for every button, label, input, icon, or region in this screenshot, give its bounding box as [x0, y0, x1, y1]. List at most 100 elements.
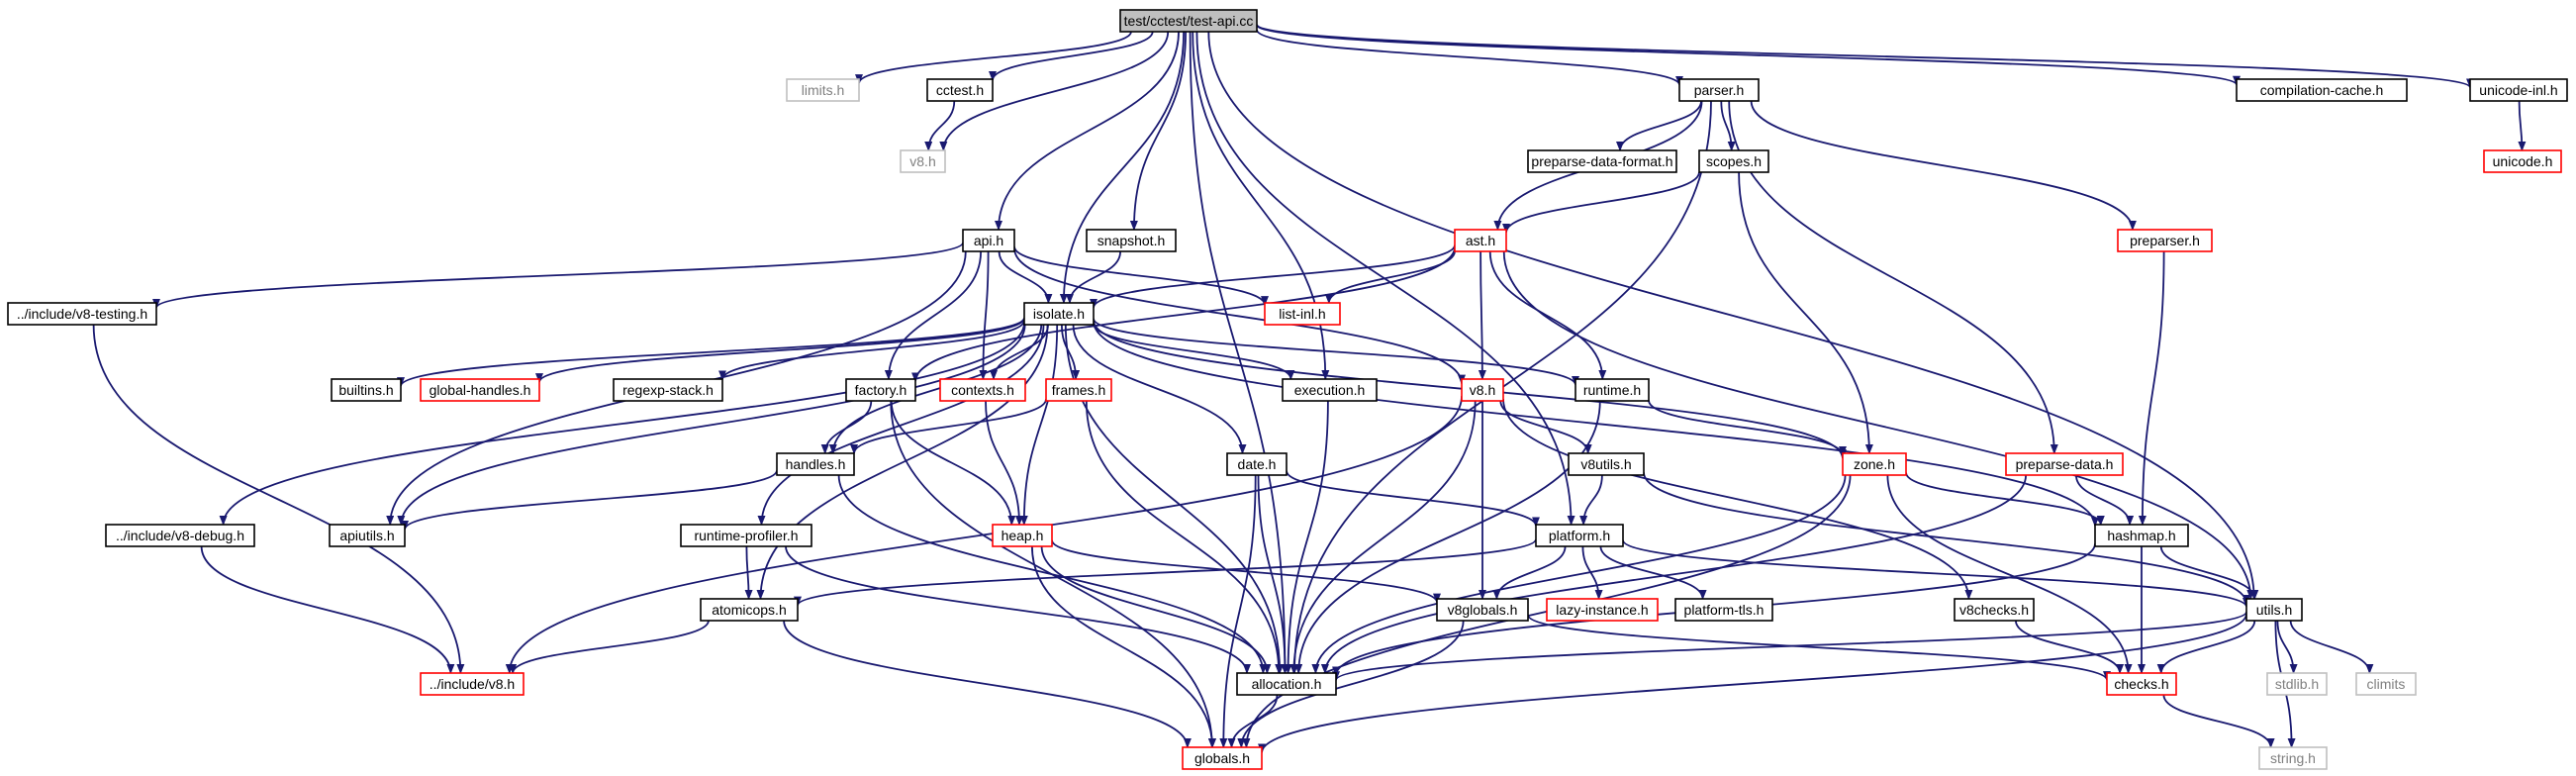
node-label-checks: checks.h [2114, 676, 2168, 692]
node-incv8[interactable]: ../include/v8.h [420, 672, 525, 696]
edge-root-to-isolate [1059, 31, 1185, 304]
node-label-string: string.h [2270, 750, 2316, 766]
node-unicodeinl[interactable]: unicode-inl.h [2469, 78, 2568, 102]
node-contexts[interactable]: contexts.h [939, 378, 1026, 402]
edge-platform-to-lazyinst [1581, 545, 1603, 600]
edge-heap-to-globals [1031, 545, 1217, 748]
edge-zone-to-allocation [1311, 474, 1847, 674]
edge-parser-to-ppdf [1616, 100, 1702, 151]
node-label-regexpstack: regexp-stack.h [622, 382, 714, 398]
edge-ast-to-isolate [1090, 244, 1456, 309]
node-utils[interactable]: utils.h [2245, 598, 2303, 622]
node-v8testing[interactable]: ../include/v8-testing.h [7, 302, 157, 326]
node-frames[interactable]: frames.h [1045, 378, 1112, 402]
node-v8debug[interactable]: ../include/v8-debug.h [105, 524, 255, 547]
edge-ast-to-listinl [1324, 250, 1456, 304]
node-ppdf[interactable]: preparse-data-format.h [1527, 149, 1677, 173]
node-globals[interactable]: globals.h [1182, 746, 1263, 770]
edge-root-to-unicodeinl [1256, 23, 2474, 89]
node-label-limits: limits.h [802, 82, 845, 98]
node-label-parser: parser.h [1694, 82, 1745, 98]
node-preparsedata[interactable]: preparse-data.h [2005, 452, 2124, 476]
edge-allocation-to-globals [1227, 694, 1279, 748]
node-atomicops[interactable]: atomicops.h [700, 598, 799, 622]
node-box-stdlib [2266, 672, 2328, 696]
edge-atomicops-to-globals [783, 620, 1192, 748]
node-allocation[interactable]: allocation.h [1236, 672, 1337, 696]
edge-api-to-v8testing [152, 242, 964, 309]
node-lazyinst[interactable]: lazy-instance.h [1546, 598, 1659, 622]
node-label-listinl: list-inl.h [1279, 306, 1325, 322]
node-rprofiler[interactable]: runtime-profiler.h [680, 524, 812, 547]
edge-ast-to-v8h [1478, 250, 1486, 380]
node-label-v8debug: ../include/v8-debug.h [116, 528, 244, 543]
node-api[interactable]: api.h [962, 229, 1015, 252]
node-platformtls[interactable]: platform-tls.h [1674, 598, 1773, 622]
node-compcache[interactable]: compilation-cache.h [2236, 78, 2408, 102]
node-label-incv8: ../include/v8.h [429, 676, 515, 692]
node-box-v8h_ext [900, 149, 946, 173]
node-label-apiutils: apiutils.h [339, 528, 394, 543]
node-box-hashmap [2094, 524, 2189, 547]
node-execution[interactable]: execution.h [1282, 378, 1378, 402]
edge-utils-to-climits [2289, 620, 2374, 674]
node-label-compcache: compilation-cache.h [2260, 82, 2384, 98]
edge-v8h-to-v8utils [1499, 400, 1592, 454]
node-label-cctest: cctest.h [936, 82, 984, 98]
edge-v8testing-to-incv8 [92, 324, 465, 674]
node-box-runtime [1574, 378, 1650, 402]
edge-v8debug-to-incv8 [200, 545, 455, 674]
node-box-contexts [939, 378, 1026, 402]
node-globalhandles[interactable]: global-handles.h [420, 378, 540, 402]
node-climits: climits [2355, 672, 2417, 696]
edge-isolate-to-runtime [1093, 318, 1579, 386]
node-handles[interactable]: handles.h [776, 452, 855, 476]
node-date[interactable]: date.h [1226, 452, 1288, 476]
edge-utils-to-stdlib [2276, 620, 2298, 674]
edge-root-to-snapshot [1129, 31, 1187, 231]
node-ast[interactable]: ast.h [1454, 229, 1507, 252]
node-label-ppdf: preparse-data-format.h [1531, 153, 1672, 169]
node-checks[interactable]: checks.h [2106, 672, 2177, 696]
node-regexpstack[interactable]: regexp-stack.h [613, 378, 723, 402]
node-box-v8h [1461, 378, 1504, 402]
node-runtime[interactable]: runtime.h [1574, 378, 1650, 402]
node-label-v8h_ext: v8.h [909, 153, 935, 169]
edge-hashmap-to-utils [2159, 545, 2259, 600]
edge-v8globals-to-checks [1527, 614, 2111, 682]
edge-api-to-contexts [979, 250, 990, 380]
node-label-v8testing: ../include/v8-testing.h [17, 306, 147, 322]
edge-v8h-to-incv8 [505, 396, 1463, 674]
node-preparser[interactable]: preparser.h [2117, 229, 2213, 252]
node-zone[interactable]: zone.h [1842, 452, 1907, 476]
node-root[interactable]: test/cctest/test-api.cc [1119, 9, 1258, 33]
node-v8h[interactable]: v8.h [1461, 378, 1504, 402]
node-v8checks[interactable]: v8checks.h [1954, 598, 2035, 622]
edge-root-to-api [995, 31, 1180, 231]
node-scopes[interactable]: scopes.h [1698, 149, 1769, 173]
node-label-globalhandles: global-handles.h [429, 382, 531, 398]
node-apiutils[interactable]: apiutils.h [329, 524, 406, 547]
node-label-climits: climits [2367, 676, 2406, 692]
node-cctest[interactable]: cctest.h [926, 78, 994, 102]
node-isolate[interactable]: isolate.h [1023, 302, 1095, 326]
edge-isolate-to-hashmap [1093, 321, 2099, 528]
node-platform[interactable]: platform.h [1535, 524, 1624, 547]
node-parser[interactable]: parser.h [1678, 78, 1760, 102]
node-v8utils[interactable]: v8utils.h [1568, 452, 1645, 476]
node-box-ast [1454, 229, 1507, 252]
node-heap[interactable]: heap.h [992, 524, 1053, 547]
node-box-v8utils [1568, 452, 1645, 476]
node-hashmap[interactable]: hashmap.h [2094, 524, 2189, 547]
edge-v8globals-to-globals [1237, 620, 1465, 748]
edge-parser-to-preparsedata [1728, 100, 2058, 454]
node-builtins[interactable]: builtins.h [331, 378, 402, 402]
edge-isolate-to-regexpstack [718, 320, 1025, 381]
node-unicode[interactable]: unicode.h [2483, 149, 2562, 173]
node-v8globals[interactable]: v8globals.h [1436, 598, 1529, 622]
node-box-preparsedata [2005, 452, 2124, 476]
node-snapshot[interactable]: snapshot.h [1086, 229, 1177, 252]
node-box-listinl [1264, 302, 1341, 326]
node-factory[interactable]: factory.h [845, 378, 916, 402]
node-listinl[interactable]: list-inl.h [1264, 302, 1341, 326]
